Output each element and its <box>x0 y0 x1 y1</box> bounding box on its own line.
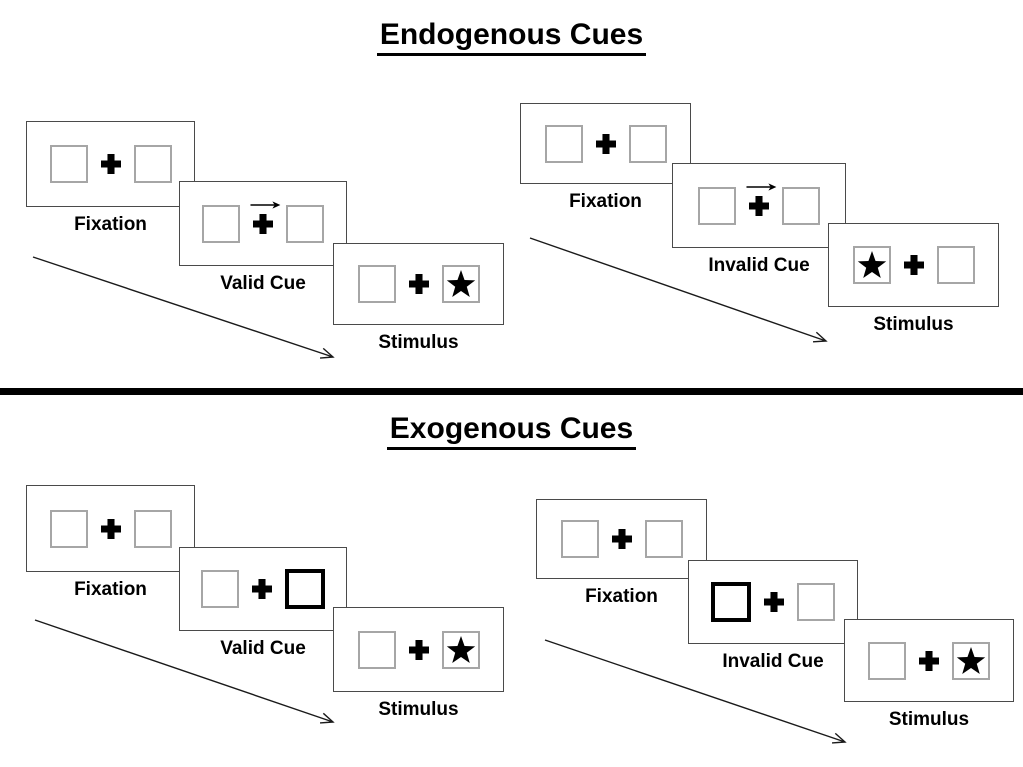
placeholder-box-left <box>357 265 396 303</box>
section-title-exogenous-text: Exogenous Cues <box>386 412 637 450</box>
fixation-cross-icon <box>611 529 632 549</box>
star-icon <box>446 270 475 297</box>
placeholder-box-left <box>357 630 396 669</box>
trial-card-stimulus <box>333 607 504 692</box>
cue-highlight-box-right <box>285 569 325 609</box>
section-title-endogenous: Endogenous Cues <box>0 18 1023 56</box>
trial-label-fixation: Fixation <box>74 579 147 600</box>
placeholder-box-left <box>560 520 599 558</box>
star-icon <box>446 635 475 663</box>
target-box-right <box>952 641 990 680</box>
fixation-area <box>99 517 123 541</box>
cue-highlight-box-left <box>711 582 751 622</box>
placeholder-box-right <box>797 583 835 621</box>
trial-card-fixation <box>520 103 691 184</box>
placeholder-box-left <box>544 124 583 163</box>
trial-label-cue: Valid Cue <box>220 638 306 659</box>
fixation-area <box>594 132 618 156</box>
target-box-right <box>441 265 480 303</box>
target-box-left <box>852 246 891 284</box>
trial-label-cue: Valid Cue <box>220 273 306 294</box>
trial-label-stimulus: Stimulus <box>378 332 459 353</box>
trial-card-stimulus <box>844 619 1014 702</box>
trial-label-stimulus: Stimulus <box>888 709 970 730</box>
fixation-cross-icon <box>408 639 429 660</box>
fixation-cross-icon <box>252 579 272 599</box>
trial-card-cue <box>179 547 347 631</box>
fixation-cross-icon <box>919 650 939 671</box>
fixation-area <box>407 272 431 296</box>
trial-label-fixation: Fixation <box>74 214 147 235</box>
cue-arrow-right-icon <box>746 182 777 191</box>
fixation-cross-icon <box>749 195 769 216</box>
section-title-exogenous: Exogenous Cues <box>0 412 1023 450</box>
fixation-area <box>250 200 281 236</box>
trial-label-stimulus: Stimulus <box>378 699 459 720</box>
placeholder-box-left <box>868 641 906 680</box>
fixation-cross-icon <box>764 592 784 612</box>
placeholder-box-left <box>698 186 736 225</box>
trial-card-fixation <box>26 485 195 572</box>
cue-arrow-right-icon <box>250 200 281 209</box>
placeholder-box-left <box>201 570 239 608</box>
fixation-area <box>902 253 926 277</box>
trial-card-cue <box>688 560 858 644</box>
fixation-cross-icon <box>100 154 121 174</box>
fixation-cross-icon <box>408 274 429 294</box>
trial-card-fixation <box>536 499 707 579</box>
star-icon <box>857 251 886 278</box>
target-box-right <box>441 630 480 669</box>
star-icon <box>956 646 986 674</box>
placeholder-box-right <box>628 124 667 163</box>
placeholder-box-left <box>202 204 240 243</box>
trial-label-fixation: Fixation <box>569 191 642 212</box>
fixation-cross-icon <box>903 255 924 275</box>
fixation-area <box>610 527 634 551</box>
trial-label-fixation: Fixation <box>585 586 658 607</box>
placeholder-box-right <box>936 246 975 284</box>
placeholder-box-right <box>133 145 172 183</box>
fixation-area <box>99 152 123 176</box>
fixation-area <box>407 638 431 662</box>
fixation-cross-icon <box>100 518 121 539</box>
placeholder-box-right <box>782 186 820 225</box>
trial-card-stimulus <box>828 223 999 307</box>
sequence-arrow <box>529 237 828 343</box>
placeholder-box-right <box>133 509 172 548</box>
placeholder-box-right <box>286 204 324 243</box>
fixation-area <box>250 577 274 601</box>
fixation-area <box>746 182 777 218</box>
section-title-endogenous-text: Endogenous Cues <box>376 18 647 56</box>
placeholder-box-left <box>49 145 88 183</box>
fixation-cross-icon <box>253 213 273 234</box>
fixation-cross-icon <box>595 133 616 154</box>
placeholder-box-right <box>644 520 683 558</box>
trial-label-cue: Invalid Cue <box>722 651 824 672</box>
trial-card-fixation <box>26 121 195 207</box>
fixation-area <box>917 649 941 673</box>
trial-card-cue <box>179 181 347 266</box>
trial-card-cue <box>672 163 846 248</box>
section-divider <box>0 388 1023 395</box>
trial-label-stimulus: Stimulus <box>873 314 954 335</box>
sequence-arrow <box>34 619 335 724</box>
trial-card-stimulus <box>333 243 504 325</box>
fixation-area <box>762 590 786 614</box>
placeholder-box-left <box>49 509 88 548</box>
